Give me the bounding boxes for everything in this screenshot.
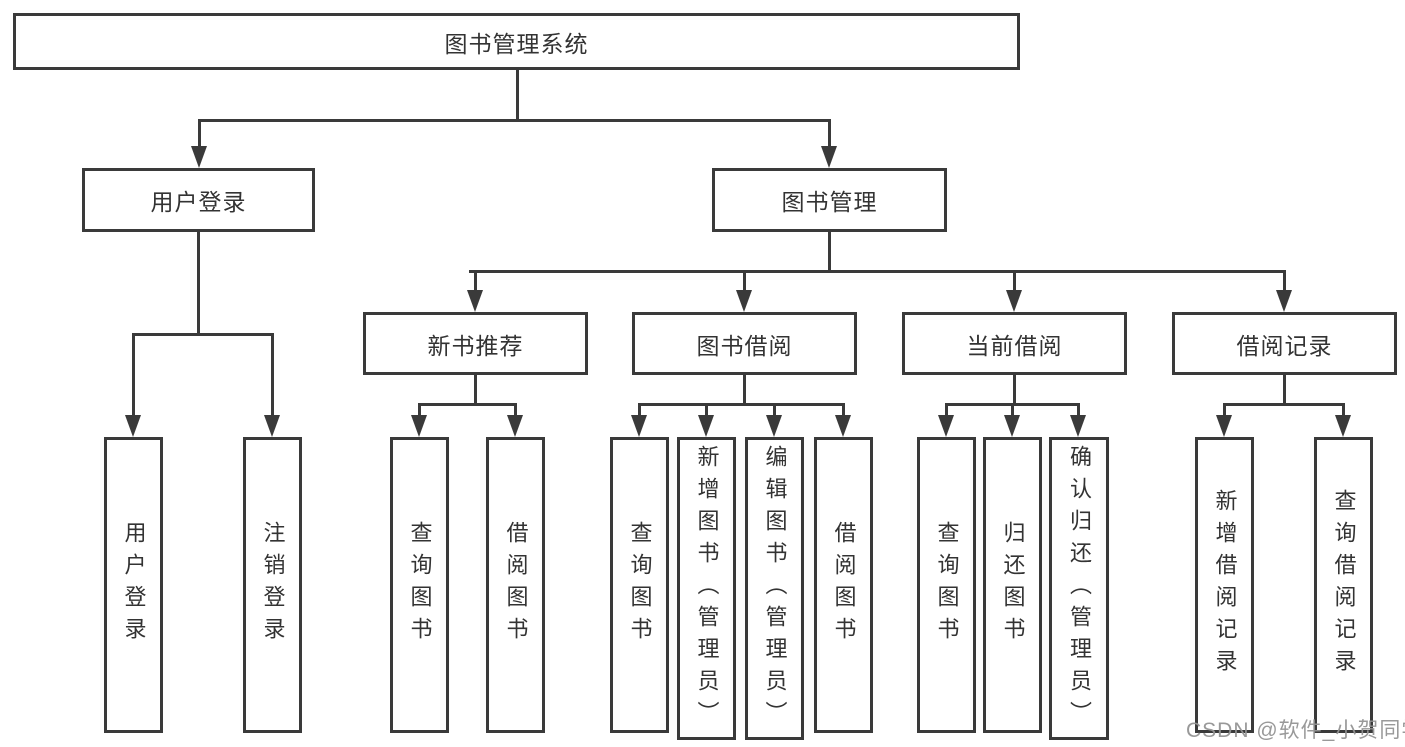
connector-bookmgmt-bar (469, 270, 1285, 273)
leaf-label: 新增借阅记录 (1212, 489, 1238, 681)
connector-bookmgmt-stem (828, 232, 831, 273)
node-current-borrow: 当前借阅 (902, 312, 1127, 375)
connector-drop-user-login (198, 119, 201, 148)
arrowhead-book-management (821, 146, 837, 168)
leaf-add-books-admin: 新增图书（管理员） (677, 437, 736, 740)
connector-drop-leaf (842, 403, 845, 417)
leaf-edit-books-admin: 编辑图书（管理员） (745, 437, 804, 740)
leaf-label: 查询图书 (934, 521, 960, 649)
leaf-label: 归还图书 (1000, 521, 1026, 649)
connector-root-stem (516, 70, 519, 121)
node-label: 借阅记录 (1236, 332, 1333, 359)
leaf-label: 用户登录 (121, 521, 147, 649)
connector-drop-leaf (945, 403, 948, 417)
node-new-book-recommend: 新书推荐 (363, 312, 588, 375)
leaf-label: 确认归还（管理员） (1067, 444, 1092, 733)
node-label: 当前借阅 (966, 332, 1063, 359)
connector-userlogin-bar (132, 333, 274, 336)
connector-newbook-bar (418, 403, 517, 406)
node-borrow-records: 借阅记录 (1172, 312, 1397, 375)
arrowhead-leaf (1216, 415, 1232, 437)
connector-drop-new-book (474, 270, 477, 292)
leaf-logout: 注销登录 (243, 437, 302, 733)
arrowhead-leaf (264, 415, 280, 437)
csdn-watermark: CSDN @软件_小贺同学 (1186, 719, 1405, 742)
leaf-user-login: 用户登录 (104, 437, 163, 733)
leaf-label: 借阅图书 (831, 521, 857, 649)
arrowhead-leaf (1070, 415, 1086, 437)
connector-drop-book-borrow (743, 270, 746, 292)
connector-drop-leaf (1011, 403, 1014, 417)
node-label: 图书借阅 (696, 332, 793, 359)
connector-bookborrow-bar (638, 403, 845, 406)
node-book-borrow: 图书借阅 (632, 312, 857, 375)
arrowhead-leaf (125, 415, 141, 437)
connector-newbook-stem (474, 375, 477, 406)
leaf-query-books: 查询图书 (610, 437, 669, 733)
leaf-return-books: 归还图书 (983, 437, 1042, 733)
node-label: 新书推荐 (427, 332, 524, 359)
leaf-label: 借阅图书 (503, 521, 529, 649)
connector-drop-leaf (1223, 403, 1226, 417)
arrowhead-user-login (191, 146, 207, 168)
node-book-management: 图书管理 (712, 168, 947, 232)
leaf-query-borrow-record: 查询借阅记录 (1314, 437, 1373, 733)
connector-drop-leaf (705, 403, 708, 417)
arrowhead-leaf (631, 415, 647, 437)
connector-drop-leaf (1342, 403, 1345, 417)
connector-bookborrow-stem (743, 375, 746, 406)
connector-drop-book-management (828, 119, 831, 148)
connector-currentborrow-stem (1013, 375, 1016, 406)
connector-root-bar (198, 119, 831, 122)
connector-drop-leaf (638, 403, 641, 417)
connector-drop-leaf (271, 333, 274, 417)
arrowhead-new-book (467, 290, 483, 312)
leaf-add-borrow-record: 新增借阅记录 (1195, 437, 1254, 733)
connector-drop-leaf (1077, 403, 1080, 417)
leaf-borrow-books: 借阅图书 (814, 437, 873, 733)
leaf-label: 查询图书 (627, 521, 653, 649)
arrowhead-leaf (766, 415, 782, 437)
connector-drop-borrow-records (1283, 270, 1286, 292)
arrowhead-leaf (1004, 415, 1020, 437)
connector-borrowrecords-bar (1223, 403, 1345, 406)
connector-drop-leaf (514, 403, 517, 417)
arrowhead-leaf (698, 415, 714, 437)
leaf-query-books: 查询图书 (390, 437, 449, 733)
node-label: 图书管理系统 (444, 30, 589, 57)
arrowhead-current-borrow (1006, 290, 1022, 312)
leaf-label: 查询图书 (407, 521, 433, 649)
connector-drop-leaf (132, 333, 135, 417)
leaf-query-books: 查询图书 (917, 437, 976, 733)
leaf-label: 注销登录 (260, 521, 286, 649)
connector-userlogin-stem (197, 232, 200, 335)
leaf-confirm-return-admin: 确认归还（管理员） (1049, 437, 1109, 740)
arrowhead-borrow-records (1276, 290, 1292, 312)
arrowhead-book-borrow (736, 290, 752, 312)
arrowhead-leaf (1335, 415, 1351, 437)
connector-drop-leaf (418, 403, 421, 417)
connector-drop-leaf (773, 403, 776, 417)
arrowhead-leaf (507, 415, 523, 437)
leaf-label: 编辑图书（管理员） (762, 444, 788, 733)
connector-borrowrecords-stem (1283, 375, 1286, 406)
node-label: 图书管理 (781, 189, 878, 215)
connector-drop-current-borrow (1013, 270, 1016, 292)
leaf-borrow-books: 借阅图书 (486, 437, 545, 733)
leaf-label: 新增图书（管理员） (694, 444, 720, 733)
arrowhead-leaf (411, 415, 427, 437)
node-library-management-system: 图书管理系统 (13, 13, 1020, 70)
arrowhead-leaf (835, 415, 851, 437)
leaf-label: 查询借阅记录 (1331, 489, 1357, 681)
node-user-login: 用户登录 (82, 168, 315, 232)
node-label: 用户登录 (150, 189, 247, 215)
arrowhead-leaf (938, 415, 954, 437)
